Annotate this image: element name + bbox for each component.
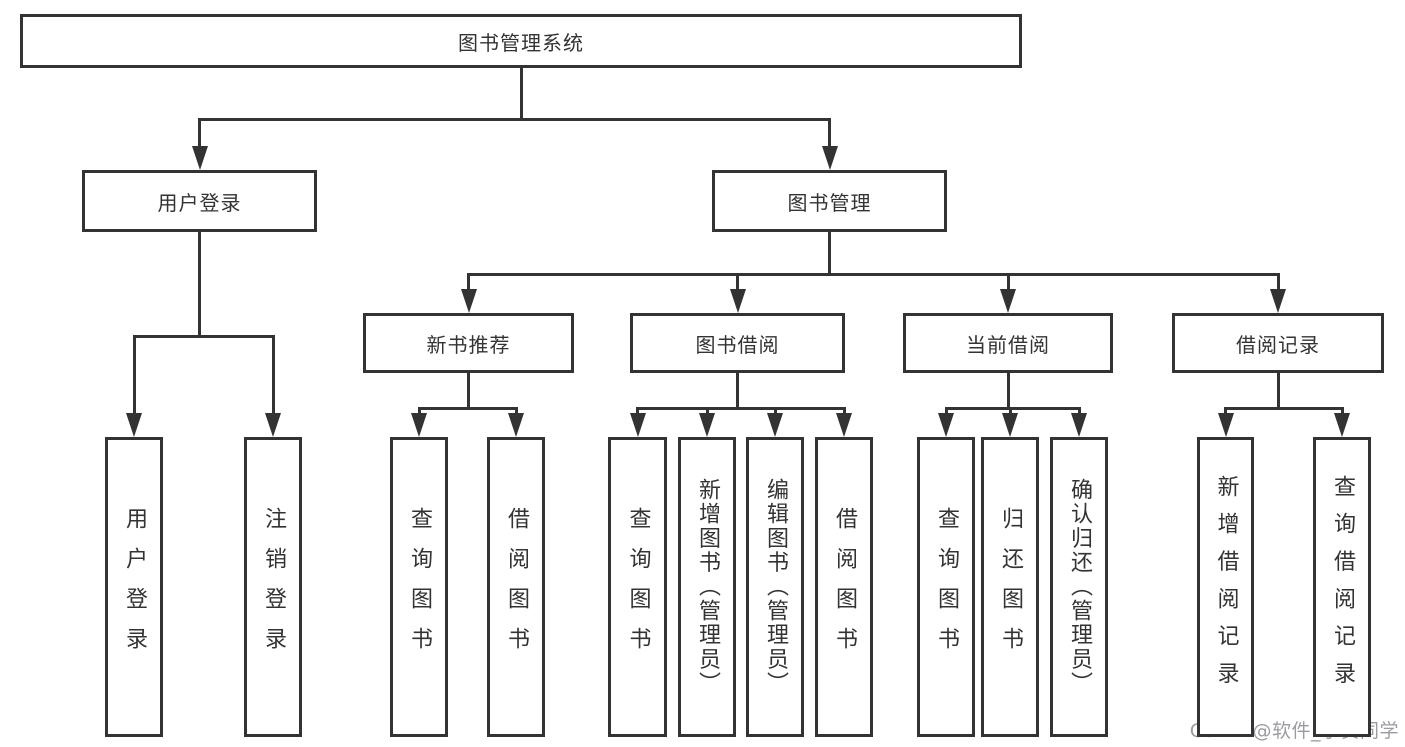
arrowhead-borrow-records <box>1270 289 1286 313</box>
connector-drop-new-book-rec <box>467 273 470 293</box>
node-label-ul-logout: 注销登录 <box>261 507 286 667</box>
connector-drop-ul-login <box>132 335 136 417</box>
node-cb-return: 归还图书 <box>981 437 1039 737</box>
node-book-mgmt: 图书管理 <box>712 170 947 232</box>
node-bb-borrow: 借阅图书 <box>815 437 873 737</box>
node-nbr-query: 查询图书 <box>390 437 448 737</box>
arrowhead-book-borrow <box>729 289 746 313</box>
node-label-bb-borrow: 借阅图书 <box>832 507 857 667</box>
connector-drop-borrow-records <box>1276 273 1280 293</box>
connector-drop-user-login <box>198 118 201 150</box>
arrowhead-user-login <box>191 146 208 170</box>
connector-drop-cb-query <box>944 407 948 417</box>
node-label-ul-login: 用户登录 <box>122 507 147 667</box>
node-ul-logout: 注销登录 <box>244 437 302 737</box>
connector-stem-root <box>519 68 523 121</box>
node-borrow-records: 借阅记录 <box>1172 313 1384 373</box>
connector-bar-root <box>198 118 831 121</box>
node-bb-edit: 编辑图书（管理员） <box>746 437 804 737</box>
node-label-br-add: 新增借阅记录 <box>1213 475 1239 699</box>
node-label-bb-edit: 编辑图书（管理员） <box>763 478 788 696</box>
connector-drop-bb-borrow <box>842 407 846 417</box>
node-label-book-borrow: 图书借阅 <box>695 332 780 357</box>
connector-drop-bb-query <box>636 407 639 417</box>
node-label-nbr-query: 查询图书 <box>407 507 432 667</box>
connector-bar-new-book-rec <box>417 407 518 410</box>
connector-stem-user-login <box>198 232 201 338</box>
connector-drop-ul-logout <box>271 335 275 417</box>
arrowhead-ul-logout <box>265 413 281 437</box>
connector-bar-user-login <box>132 335 275 338</box>
node-bb-add: 新增图书（管理员） <box>678 437 736 737</box>
connector-bar-borrow-records <box>1224 407 1344 410</box>
node-bb-query: 查询图书 <box>608 437 667 737</box>
connector-drop-cb-confirm <box>1077 407 1081 417</box>
connector-stem-borrow-records <box>1276 373 1280 410</box>
connector-drop-bb-add <box>705 407 709 417</box>
arrowhead-book-mgmt <box>821 146 838 170</box>
node-label-new-book-rec: 新书推荐 <box>426 332 511 357</box>
connector-stem-book-mgmt <box>828 232 831 276</box>
arrowhead-cb-query <box>938 413 954 437</box>
arrowhead-br-add <box>1217 413 1234 437</box>
node-new-book-rec: 新书推荐 <box>363 313 574 373</box>
connector-drop-current-borrow <box>1006 273 1010 293</box>
node-nbr-borrow: 借阅图书 <box>487 437 545 737</box>
node-br-add: 新增借阅记录 <box>1197 437 1254 737</box>
node-cb-confirm: 确认归还（管理员） <box>1050 437 1108 737</box>
arrowhead-new-book-rec <box>460 289 477 313</box>
node-root: 图书管理系统 <box>20 14 1022 68</box>
connector-stem-current-borrow <box>1006 373 1010 410</box>
node-label-nbr-borrow: 借阅图书 <box>504 507 529 667</box>
arrowhead-br-query <box>1334 413 1350 437</box>
node-label-borrow-records: 借阅记录 <box>1236 332 1320 357</box>
arrowhead-current-borrow <box>1000 289 1016 313</box>
arrowhead-ul-login <box>126 413 142 437</box>
connector-bar-book-borrow <box>636 407 846 410</box>
arrowhead-cb-confirm <box>1071 413 1087 437</box>
connector-drop-br-add <box>1224 407 1227 417</box>
connector-drop-nbr-query <box>417 407 421 417</box>
connector-drop-nbr-borrow <box>514 407 518 417</box>
connector-bar-current-borrow <box>944 407 1081 410</box>
node-user-login: 用户登录 <box>82 170 317 232</box>
connector-drop-bb-edit <box>773 407 777 417</box>
connector-stem-book-borrow <box>736 373 739 410</box>
arrowhead-bb-query <box>629 413 646 437</box>
node-book-borrow: 图书借阅 <box>630 313 845 373</box>
node-label-cb-query: 查询图书 <box>934 507 959 667</box>
node-label-bb-add: 新增图书（管理员） <box>695 478 720 696</box>
node-label-bb-query: 查询图书 <box>625 507 651 667</box>
connector-drop-book-mgmt <box>828 118 831 150</box>
arrowhead-nbr-query <box>411 413 427 437</box>
node-cb-query: 查询图书 <box>917 437 975 737</box>
node-label-root: 图书管理系统 <box>458 30 584 55</box>
node-label-cb-return: 归还图书 <box>998 507 1023 667</box>
arrowhead-bb-edit <box>767 413 783 437</box>
connector-stem-new-book-rec <box>467 373 470 410</box>
arrowhead-bb-borrow <box>836 413 852 437</box>
node-label-current-borrow: 当前借阅 <box>966 332 1050 357</box>
connector-bar-book-mgmt <box>467 273 1280 276</box>
arrowhead-bb-add <box>699 413 715 437</box>
connector-drop-cb-return <box>1008 407 1012 417</box>
arrowhead-nbr-borrow <box>508 413 524 437</box>
arrowhead-cb-return <box>1002 413 1018 437</box>
node-label-br-query: 查询借阅记录 <box>1330 475 1355 699</box>
node-label-book-mgmt: 图书管理 <box>787 190 872 215</box>
node-br-query: 查询借阅记录 <box>1313 437 1371 737</box>
node-label-user-login: 用户登录 <box>157 190 242 215</box>
connector-drop-book-borrow <box>736 273 739 293</box>
node-label-cb-confirm: 确认归还（管理员） <box>1067 478 1092 696</box>
node-current-borrow: 当前借阅 <box>903 313 1113 373</box>
connector-drop-br-query <box>1340 407 1344 417</box>
node-ul-login: 用户登录 <box>105 437 163 737</box>
